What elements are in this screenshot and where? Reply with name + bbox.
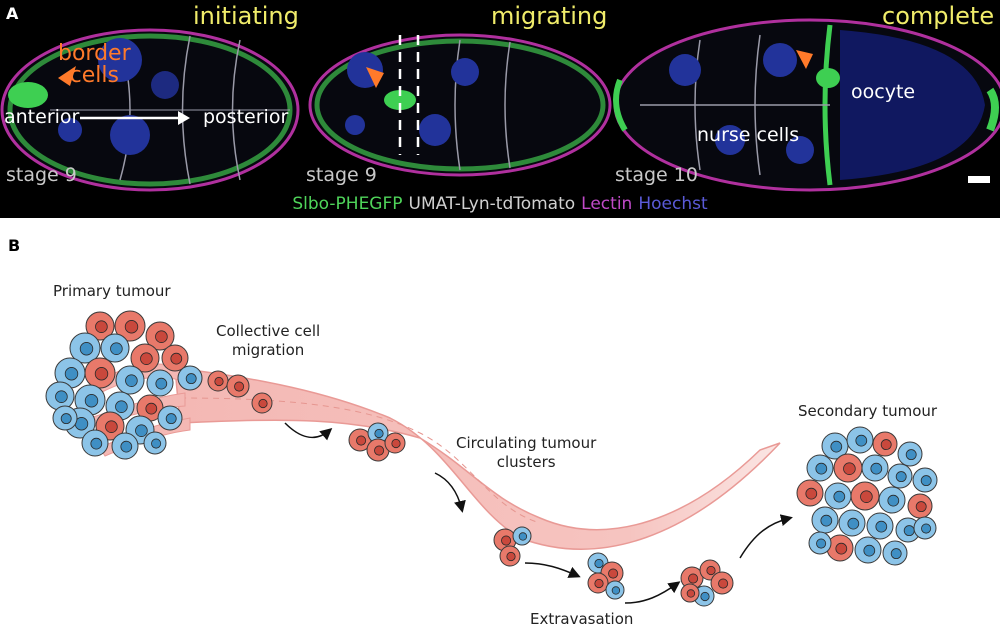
primary-tumour-cell [145, 321, 175, 351]
migrating-cell [226, 374, 250, 398]
circulating-cluster-cell [384, 432, 406, 454]
blood-vessel [174, 367, 781, 550]
primary-tumour-cell [69, 332, 101, 364]
circulating-cluster-cell [493, 528, 517, 552]
stage-number-1: stage 9 [6, 164, 77, 186]
migrating-cell [251, 392, 273, 414]
panel-letter-b: B [8, 236, 21, 255]
secondary-tumour-cell [897, 441, 923, 467]
secondary-tumour-cell [854, 536, 882, 564]
flow-arrow-4 [624, 581, 681, 604]
flow-arrow-1 [284, 422, 333, 441]
label-collective-migration: Collective cell migration [216, 322, 321, 359]
secondary-tumour-cell [833, 453, 863, 483]
primary-tumour-cell [130, 343, 160, 373]
oocyte-label: oocyte [851, 81, 916, 103]
secondary-tumour-cell [887, 463, 913, 489]
secondary-tumour-cell [907, 493, 933, 519]
secondary-tumour-cell [846, 426, 874, 454]
secondary-tumour-cell [861, 454, 889, 482]
primary-tumour-cell [74, 384, 106, 416]
extravasating-cell [605, 580, 625, 600]
primary-tumour-cell [161, 344, 189, 372]
primary-tumour-cell [52, 405, 78, 431]
anterior-label: anterior [4, 106, 80, 128]
secondary-tumour-cell [806, 454, 834, 482]
circulating-cluster-cell [348, 428, 372, 452]
egg-chamber-initiating [0, 28, 300, 192]
legend-lectin: Lectin [581, 194, 633, 214]
secondary-tumour-cell [912, 467, 938, 493]
extravasating-cell [587, 572, 609, 594]
nurse-cells-label: nurse cells [697, 124, 800, 146]
flow-arrow-3 [524, 562, 581, 578]
primary-tumour-cell [115, 365, 145, 395]
secondary-tumour-cell [824, 482, 852, 510]
secondary-tumour-cell [838, 509, 866, 537]
egg-chamber-complete [613, 18, 1000, 192]
secondary-tumour-cell [850, 481, 880, 511]
secondary-tumour-cell [826, 534, 854, 562]
circulating-cluster-cell [367, 422, 389, 444]
label-circulating-clusters: Circulating tumour clusters [456, 434, 597, 471]
egg-chamber-migrating [308, 33, 612, 177]
primary-tumour-cell [111, 432, 139, 460]
secondary-tumour-cell [866, 512, 894, 540]
stage-title-migrating: migrating [491, 2, 608, 30]
primary-tumour-cell [157, 405, 183, 431]
primary-tumour-cell [146, 369, 174, 397]
stage-title-complete: complete [882, 2, 995, 30]
extravasated-cell [680, 566, 704, 590]
panel-a-micrographs: A [0, 0, 1000, 218]
flow-arrow-2 [434, 472, 466, 513]
secondary-tumour-cell [895, 517, 921, 543]
legend-slbo: Slbo-PHEGFP [292, 194, 403, 214]
flow-arrow-5 [739, 514, 793, 559]
egg-chamber-illustrations [0, 18, 1000, 192]
border-cells-label: border cells [58, 41, 131, 88]
primary-tumour-cell [45, 381, 75, 411]
secondary-tumour-cell [796, 479, 824, 507]
legend-umat: UMAT-Lyn-tdTomato [408, 194, 576, 214]
panel-b-metastasis-diagram: B Primary tumour Collective cell migrati… [0, 218, 1000, 632]
secondary-tumour-cell [913, 516, 937, 540]
circulating-cluster-cell [512, 526, 532, 546]
label-primary-tumour: Primary tumour [53, 282, 171, 300]
legend-hoechst: Hoechst [638, 194, 708, 214]
migrating-cell [207, 370, 229, 392]
metastasis-illustration [45, 310, 938, 607]
label-extravasation: Extravasation [530, 610, 634, 628]
panel-letter-a: A [6, 4, 19, 23]
posterior-label: posterior [203, 106, 289, 128]
primary-tumour-cell [114, 310, 146, 342]
extravasated-cell [680, 583, 700, 603]
extravasated-cell [710, 571, 734, 595]
primary-tumour-cell [136, 394, 164, 422]
primary-tumour-cell [81, 429, 109, 457]
stage-number-3: stage 10 [615, 164, 698, 186]
primary-tumour-cell [85, 311, 115, 341]
stage-number-2: stage 9 [306, 164, 377, 186]
secondary-tumour-cell [821, 432, 849, 460]
primary-tumour-cell [100, 333, 130, 363]
primary-tumour-cell [177, 365, 203, 391]
primary-tumour-cell [143, 431, 167, 455]
circulating-cluster-cell [499, 545, 521, 567]
primary-tumour-cell [84, 357, 116, 389]
secondary-tumour-cell [811, 506, 839, 534]
secondary-tumour-cell [872, 431, 898, 457]
secondary-tumour-cell [882, 540, 908, 566]
tumour-cells [45, 310, 938, 607]
secondary-tumour-cell [878, 486, 906, 514]
secondary-tumour-cell [808, 531, 832, 555]
stage-title-initiating: initiating [193, 2, 299, 30]
label-secondary-tumour: Secondary tumour [798, 402, 938, 420]
